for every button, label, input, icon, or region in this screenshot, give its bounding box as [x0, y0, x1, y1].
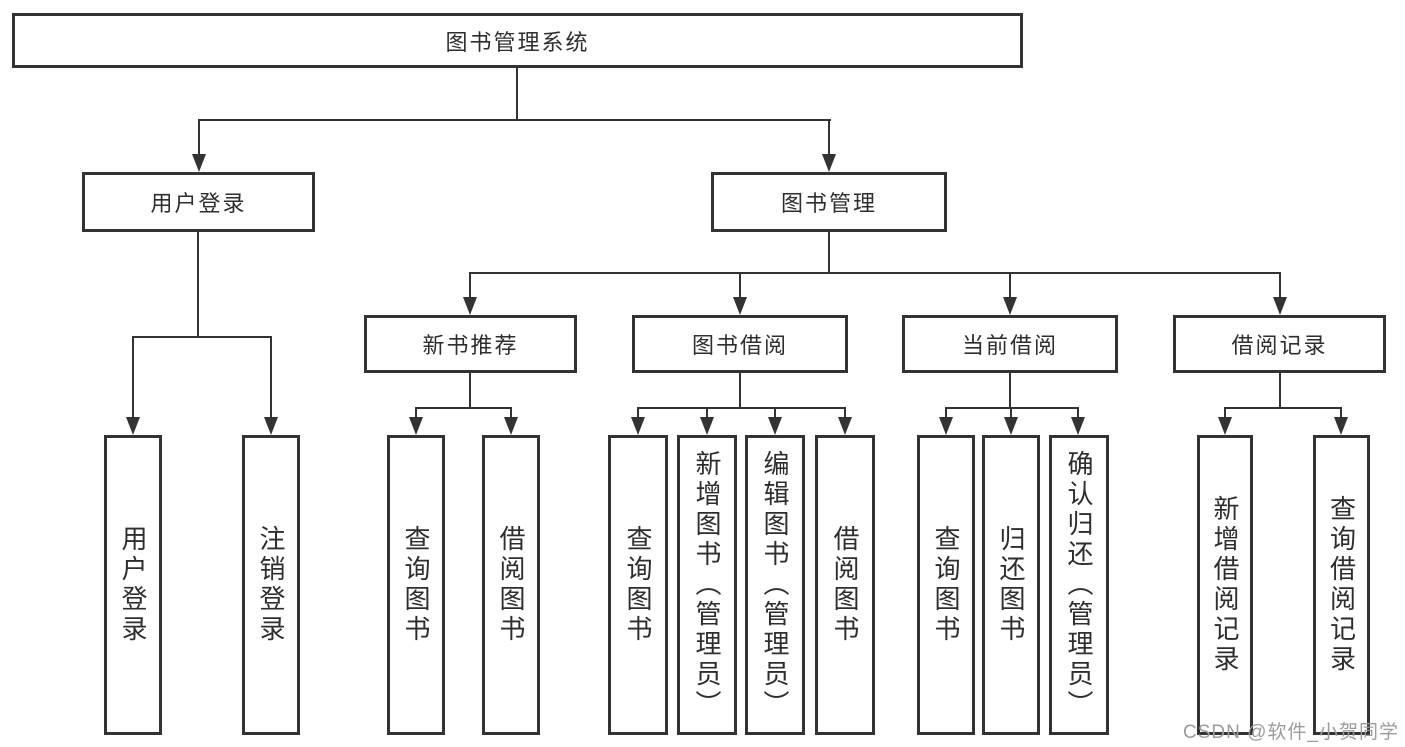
node-logout-login: 注销登录	[242, 435, 300, 735]
node-label: 用户登录	[150, 191, 247, 216]
connector-vline	[516, 66, 518, 121]
node-book-borrowing: 图书借阅	[632, 315, 848, 373]
node-label: 图书管理	[780, 191, 877, 216]
arrowhead-down	[409, 417, 423, 435]
node-query-books-current: 查询图书	[917, 435, 975, 735]
connector-vline	[945, 407, 947, 420]
connector-vline	[1279, 272, 1281, 299]
connector-vline	[270, 336, 272, 420]
node-edit-books-admin: 编辑图书（管理员）	[745, 435, 805, 735]
connector-hline	[198, 119, 831, 121]
connector-vline	[1224, 407, 1226, 420]
node-label: 新增借阅记录	[1210, 495, 1240, 675]
connector-vline	[739, 272, 741, 299]
node-current-borrowing: 当前借阅	[902, 315, 1118, 373]
node-borrow-books: 借阅图书	[815, 435, 875, 735]
node-label: 借阅图书	[496, 525, 526, 645]
arrowhead-down	[939, 417, 953, 435]
arrowhead-down	[126, 417, 140, 435]
node-label: 图书管理系统	[445, 29, 590, 55]
node-label: 编辑图书（管理员）	[760, 450, 790, 720]
node-label: 新书推荐	[422, 333, 519, 358]
node-label: 查询图书	[401, 525, 431, 645]
arrowhead-down	[838, 417, 852, 435]
connector-vline	[132, 336, 134, 420]
node-label: 借阅记录	[1231, 333, 1328, 358]
node-label: 当前借阅	[961, 333, 1058, 358]
connector-vline	[774, 407, 776, 420]
connector-vline	[197, 230, 199, 338]
watermark: CSDN @软件_小贺同学	[1183, 722, 1399, 743]
node-label: 查询图书	[931, 525, 961, 645]
arrowhead-down	[1004, 417, 1018, 435]
node-new-book-recommendation: 新书推荐	[364, 315, 577, 373]
node-library-management-system: 图书管理系统	[12, 13, 1023, 68]
connector-vline	[415, 407, 417, 420]
arrowhead-down	[1273, 297, 1287, 315]
connector-hline	[1224, 407, 1342, 409]
arrowhead-down	[733, 297, 747, 315]
node-label: 图书借阅	[691, 333, 788, 358]
arrowhead-down	[1003, 297, 1017, 315]
connector-vline	[1009, 272, 1011, 299]
connector-vline	[706, 407, 708, 420]
connector-hline	[945, 407, 1079, 409]
arrowhead-down	[631, 417, 645, 435]
node-label: 确认归还（管理员）	[1064, 450, 1094, 720]
arrowhead-down	[504, 417, 518, 435]
node-borrow-books-recommend: 借阅图书	[482, 435, 540, 735]
node-label: 查询图书	[623, 525, 653, 645]
arrowhead-down	[463, 297, 477, 315]
node-label: 新增图书（管理员）	[692, 450, 722, 720]
node-label: 归还图书	[996, 525, 1026, 645]
connector-vline	[1340, 407, 1342, 420]
node-confirm-return-admin: 确认归还（管理员）	[1049, 435, 1109, 735]
arrowhead-down	[264, 417, 278, 435]
connector-vline	[1010, 407, 1012, 420]
node-query-borrow-record: 查询借阅记录	[1313, 435, 1370, 735]
node-label: 借阅图书	[830, 525, 860, 645]
node-add-books-admin: 新增图书（管理员）	[677, 435, 737, 735]
arrowhead-down	[768, 417, 782, 435]
node-label: 用户登录	[118, 525, 148, 645]
connector-vline	[828, 230, 830, 274]
node-user-login-group: 用户登录	[82, 172, 315, 232]
node-return-books: 归还图书	[982, 435, 1040, 735]
connector-vline	[198, 119, 200, 157]
connector-vline	[844, 407, 846, 420]
node-user-login: 用户登录	[104, 435, 162, 735]
node-query-books-borrow: 查询图书	[608, 435, 668, 735]
connector-vline	[469, 371, 471, 409]
connector-vline	[1279, 371, 1281, 409]
connector-vline	[739, 371, 741, 409]
arrowhead-down	[1334, 417, 1348, 435]
node-borrowing-records: 借阅记录	[1173, 315, 1386, 373]
node-add-borrow-record: 新增借阅记录	[1197, 435, 1253, 735]
arrowhead-down	[192, 154, 206, 172]
arrowhead-down	[1071, 417, 1085, 435]
connector-hline	[132, 336, 272, 338]
node-query-books-recommend: 查询图书	[387, 435, 445, 735]
connector-vline	[828, 119, 830, 157]
node-label: 注销登录	[256, 525, 286, 645]
connector-vline	[510, 407, 512, 420]
connector-hline	[415, 407, 512, 409]
arrowhead-down	[822, 154, 836, 172]
connector-vline	[1077, 407, 1079, 420]
connector-vline	[1009, 371, 1011, 409]
node-label: 查询借阅记录	[1326, 495, 1357, 675]
node-book-management: 图书管理	[711, 172, 947, 232]
connector-vline	[469, 272, 471, 299]
arrowhead-down	[1218, 417, 1232, 435]
connector-hline	[469, 272, 1281, 274]
arrowhead-down	[700, 417, 714, 435]
connector-hline	[637, 407, 846, 409]
connector-vline	[637, 407, 639, 420]
